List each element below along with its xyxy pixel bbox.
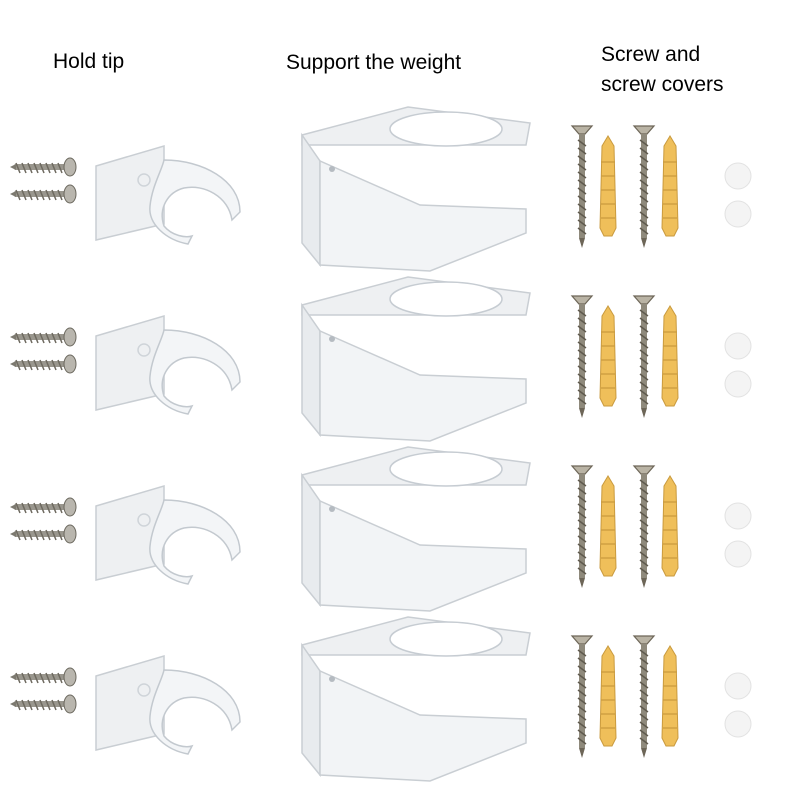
short-screw-top — [10, 327, 77, 347]
hold-tip-clip-icon — [95, 144, 241, 245]
anchor-2 — [661, 305, 679, 407]
short-screws-icon — [10, 157, 77, 204]
anchor-1 — [599, 645, 617, 747]
anchor-2 — [661, 475, 679, 577]
anchor-1 — [599, 305, 617, 407]
long-screws-anchors-icon — [570, 465, 679, 588]
long-screw-1 — [570, 465, 594, 588]
long-screw-2 — [632, 125, 656, 248]
support-holder-icon — [301, 616, 531, 782]
long-screw-1 — [570, 635, 594, 758]
hold-tip-clip-icon — [95, 484, 241, 585]
long-screw-1 — [570, 125, 594, 248]
short-screw-bottom — [10, 354, 77, 374]
long-screw-2 — [632, 635, 656, 758]
header-screws-line1: Screw and — [601, 43, 701, 66]
short-screw-top — [10, 667, 77, 687]
long-screw-2 — [632, 465, 656, 588]
product-row-2 — [0, 270, 800, 442]
long-screws-anchors-icon — [570, 125, 679, 248]
support-holder-icon — [301, 106, 531, 272]
anchor-1 — [599, 135, 617, 237]
header-screws: Screw and screw covers — [601, 40, 724, 100]
anchor-2 — [661, 645, 679, 747]
product-row-3 — [0, 440, 800, 612]
short-screw-bottom — [10, 184, 77, 204]
header-hold-tip: Hold tip — [53, 50, 125, 73]
short-screws-icon — [10, 497, 77, 544]
short-screw-top — [10, 157, 77, 177]
product-row-4 — [0, 610, 800, 782]
anchor-1 — [599, 475, 617, 577]
long-screws-anchors-icon — [570, 295, 679, 418]
screw-covers-icon — [724, 502, 752, 568]
long-screw-2 — [632, 295, 656, 418]
screw-covers-icon — [724, 672, 752, 738]
short-screw-bottom — [10, 694, 77, 714]
short-screws-icon — [10, 327, 77, 374]
short-screw-bottom — [10, 524, 77, 544]
short-screw-top — [10, 497, 77, 517]
header-support-weight: Support the weight — [286, 51, 462, 74]
long-screw-1 — [570, 295, 594, 418]
hold-tip-clip-icon — [95, 314, 241, 415]
short-screws-icon — [10, 667, 77, 714]
screw-covers-icon — [724, 162, 752, 228]
support-holder-icon — [301, 276, 531, 442]
hold-tip-clip-icon — [95, 654, 241, 755]
support-holder-icon — [301, 446, 531, 612]
anchor-2 — [661, 135, 679, 237]
long-screws-anchors-icon — [570, 635, 679, 758]
header-screws-line2: screw covers — [601, 73, 724, 96]
screw-covers-icon — [724, 332, 752, 398]
product-row-1 — [0, 100, 800, 272]
